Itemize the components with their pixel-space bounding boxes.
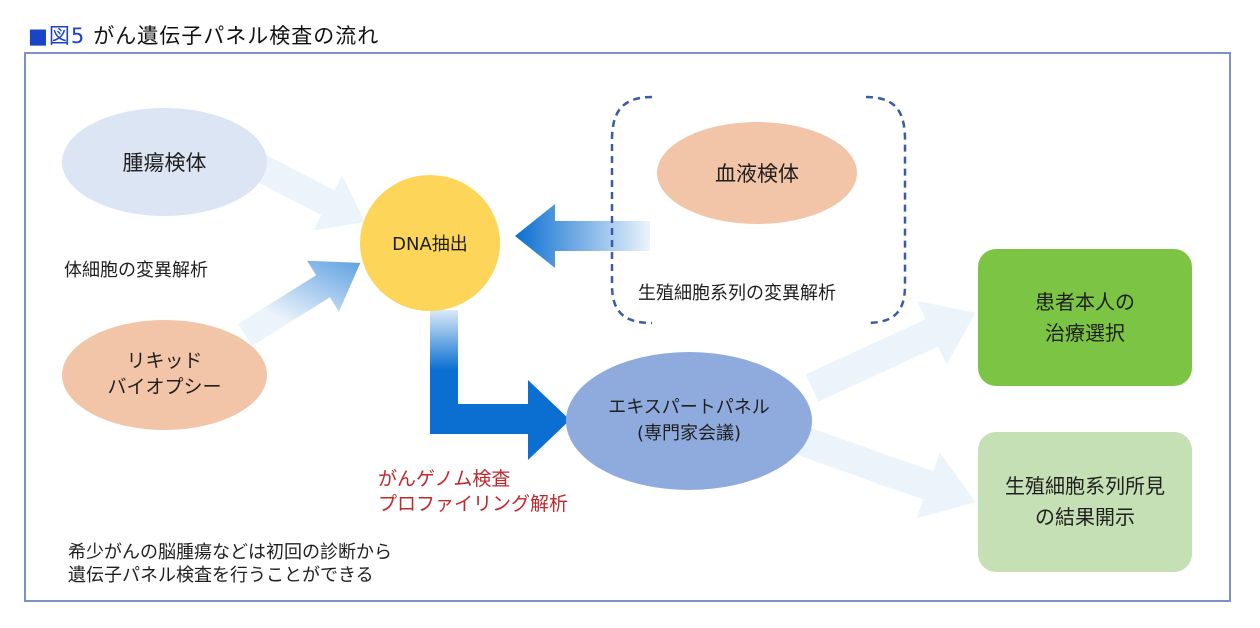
somatic-analysis-label: 体細胞の変異解析 [64,260,208,281]
dna-extraction-label: DNA抽出 [392,234,468,255]
treatment-label-line2: 治療選択 [1045,320,1125,345]
germline-findings-box: 生殖細胞系列所見 の結果開示 [978,432,1192,572]
figure-title: ■図5 がん遺伝子パネル検査の流れ [28,20,379,50]
arrow-expert-to-findings [794,425,976,519]
arrow-blood-to-dna [515,204,650,268]
findings-label-line2: の結果開示 [1035,505,1135,529]
genome-label-line2: プロファイリング解析 [378,493,569,516]
expert-panel-label-line2: (専門家会議) [636,423,742,444]
germline-analysis-label: 生殖細胞系列の変異解析 [638,283,836,304]
tumor-sample-node: 腫瘍検体 [62,108,267,216]
liquid-biopsy-label-line2: バイオプシー [107,376,222,398]
diagram-frame [24,52,1231,602]
tumor-sample-label: 腫瘍検体 [122,151,207,175]
footnote-line1: 希少がんの脳腫瘍などは初回の診断から [68,542,392,563]
dna-extraction-node: DNA抽出 [360,175,500,311]
arrow-dna-to-expert [430,310,570,460]
blood-sample-label: 血液検体 [715,162,799,186]
arrow-tumor-to-dna [248,152,366,231]
title-text: がん遺伝子パネル検査の流れ [93,24,380,48]
arrow-expert-to-treatment [805,301,976,402]
findings-label-line1: 生殖細胞系列所見 [1005,474,1165,498]
bracket-left [610,95,653,325]
footnote-line2: 遺伝子パネル検査を行うことができる [68,565,374,587]
treatment-label-line1: 患者本人の [1035,289,1135,314]
blood-sample-node: 血液検体 [657,122,857,224]
liquid-biopsy-label-line1: リキッド [126,350,203,373]
arrow-liquid-to-dna [238,260,361,347]
genome-label-line1: がんゲノム検査 [378,468,511,490]
expert-panel-label-line1: エキスパートパネル [608,396,770,418]
title-marker: ■ [28,24,49,48]
expert-panel-node: エキスパートパネル (専門家会議) [566,352,812,490]
genome-profiling-label: がんゲノム検査 プロファイリング解析 [378,467,568,517]
bracket-right [865,95,907,325]
liquid-biopsy-node: リキッド バイオプシー [62,320,267,430]
treatment-selection-box: 患者本人の 治療選択 [978,249,1192,386]
footnote: 希少がんの脳腫瘍などは初回の診断から 遺伝子パネル検査を行うことができる [68,541,392,588]
figure-number: 図5 [48,24,86,48]
